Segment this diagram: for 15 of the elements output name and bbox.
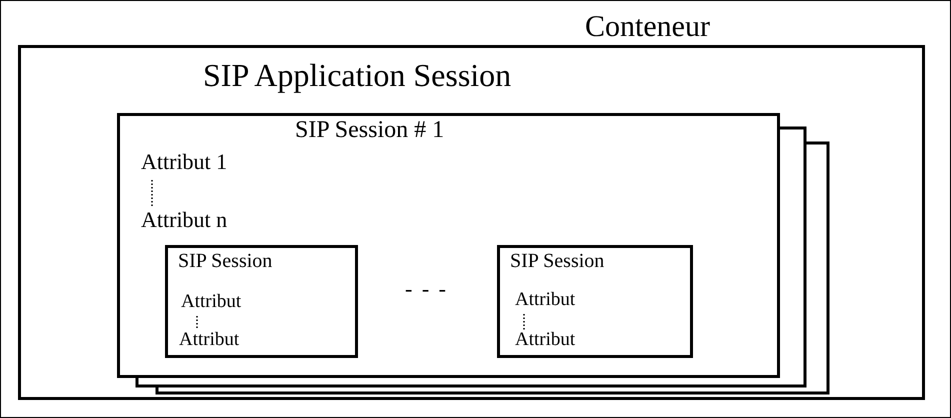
session-box (497, 245, 693, 358)
attribute-text: Attribut (515, 330, 576, 351)
box-title: SIP Session # 1 (295, 117, 444, 144)
box-title: SIP Session (178, 250, 272, 272)
session-box (117, 113, 780, 378)
box-title: SIP Application Session (203, 58, 512, 94)
attribute-text: Attribut (515, 290, 576, 311)
attribute-text: Attribut (181, 292, 242, 313)
attribute-text: Attribut (179, 330, 240, 351)
box-title: Conteneur (585, 10, 710, 43)
attribute-text: Attribut 1 (141, 150, 228, 174)
attribute-text: Attribut n (141, 208, 228, 232)
box-title: SIP Session (510, 250, 604, 272)
ellipsis-text: - - - (405, 276, 448, 302)
session-box (165, 245, 358, 358)
